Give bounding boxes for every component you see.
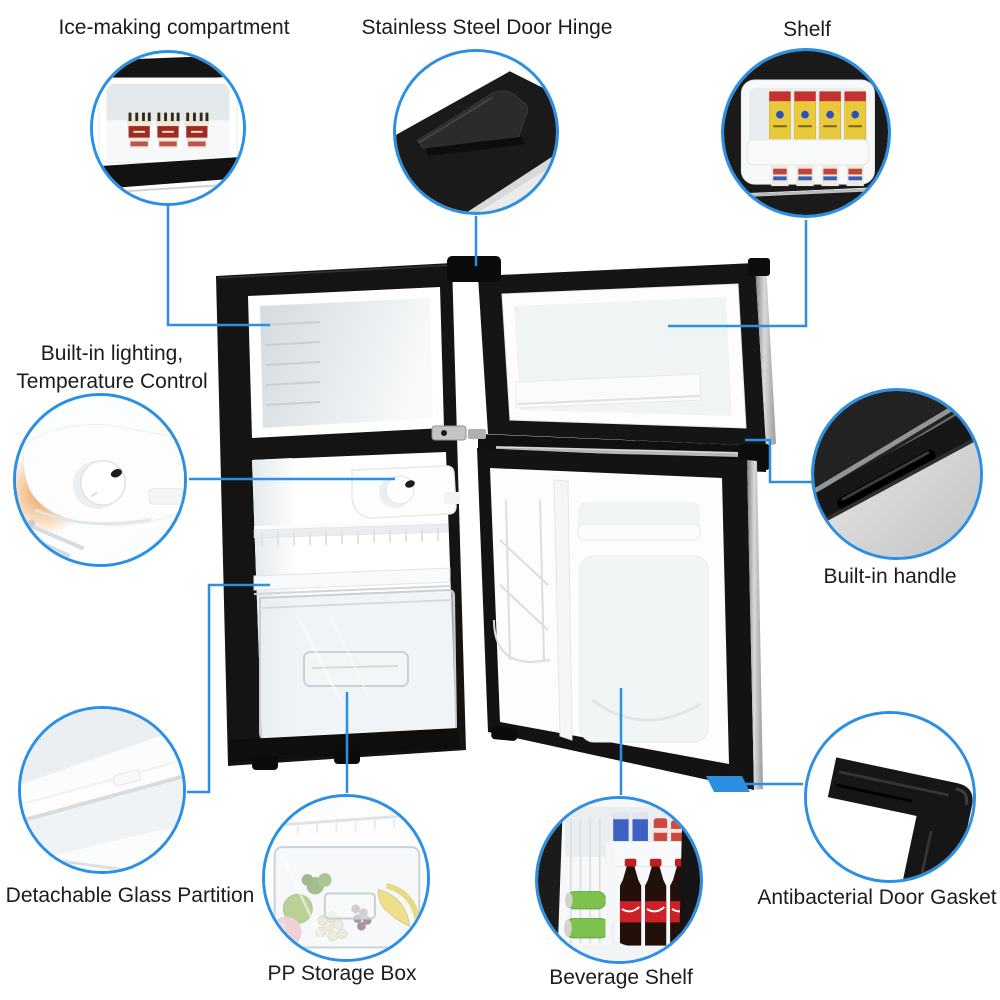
label-beverage-shelf: Beverage Shelf — [549, 966, 693, 989]
label-lighting-line2: Temperature Control — [16, 370, 208, 393]
label-lighting-temperature: Built-in lighting, Temperature Control — [16, 340, 207, 396]
beverage-shelf-photo — [538, 799, 700, 961]
callout-circle-ice-making-compartment — [90, 50, 246, 206]
canned-drinks — [613, 812, 683, 848]
callout-circle-shelf — [721, 48, 891, 218]
handle-grip-recess — [837, 449, 936, 509]
leader-line-handle — [745, 438, 812, 484]
leader-lines — [166, 206, 812, 795]
callout-circle-door-gasket — [804, 711, 976, 883]
fridge-cabinet — [216, 263, 466, 770]
label-lighting-line1: Built-in lighting, — [40, 342, 184, 365]
top-door-hinge — [447, 256, 501, 282]
thermostat-unit — [351, 465, 460, 519]
callout-circle-lighting-thermostat — [13, 393, 187, 567]
juice-boxes — [769, 91, 867, 140]
callout-circle-door-hinge — [393, 49, 559, 215]
wire-shelf — [253, 520, 449, 547]
crisper-box — [259, 588, 458, 742]
callout-circle-pp-storage-box — [262, 794, 430, 962]
label-door-gasket: Antibacterial Door Gasket — [757, 886, 997, 909]
lighting-thermostat-photo — [16, 396, 184, 564]
label-glass-partition: Detachable Glass Partition — [5, 884, 255, 907]
freezer-door — [478, 258, 776, 446]
label-built-in-handle: Built-in handle — [823, 565, 957, 588]
leader-line-shelf — [668, 220, 808, 328]
door-shelf-photo — [724, 51, 888, 215]
door-gasket-photo — [807, 714, 973, 880]
fridge-illustration — [216, 256, 776, 792]
green-cans — [564, 891, 610, 939]
fridge-door — [477, 448, 763, 792]
bottle-wire-rack — [493, 499, 551, 664]
door-hinge-photo — [396, 52, 556, 212]
callout-circle-glass-partition — [18, 706, 186, 874]
label-shelf: Shelf — [783, 18, 831, 41]
ice-cream-cups — [126, 112, 210, 148]
label-door-hinge: Stainless Steel Door Hinge — [361, 16, 613, 39]
leader-line-ice-making — [166, 206, 270, 327]
built-in-handle-photo — [814, 391, 980, 557]
callout-circle-built-in-handle — [811, 388, 983, 560]
juice-boxes-lower-row — [771, 164, 864, 187]
pp-storage-box-photo — [265, 797, 427, 959]
leader-line-partition — [187, 583, 270, 794]
glass-partition-photo — [21, 709, 183, 871]
ice-making-compartment-photo — [93, 53, 243, 203]
label-ice-making-compartment: Ice-making compartment — [58, 16, 290, 39]
callout-circle-beverage-shelf — [535, 796, 703, 964]
label-pp-storage-box: PP Storage Box — [267, 962, 417, 985]
